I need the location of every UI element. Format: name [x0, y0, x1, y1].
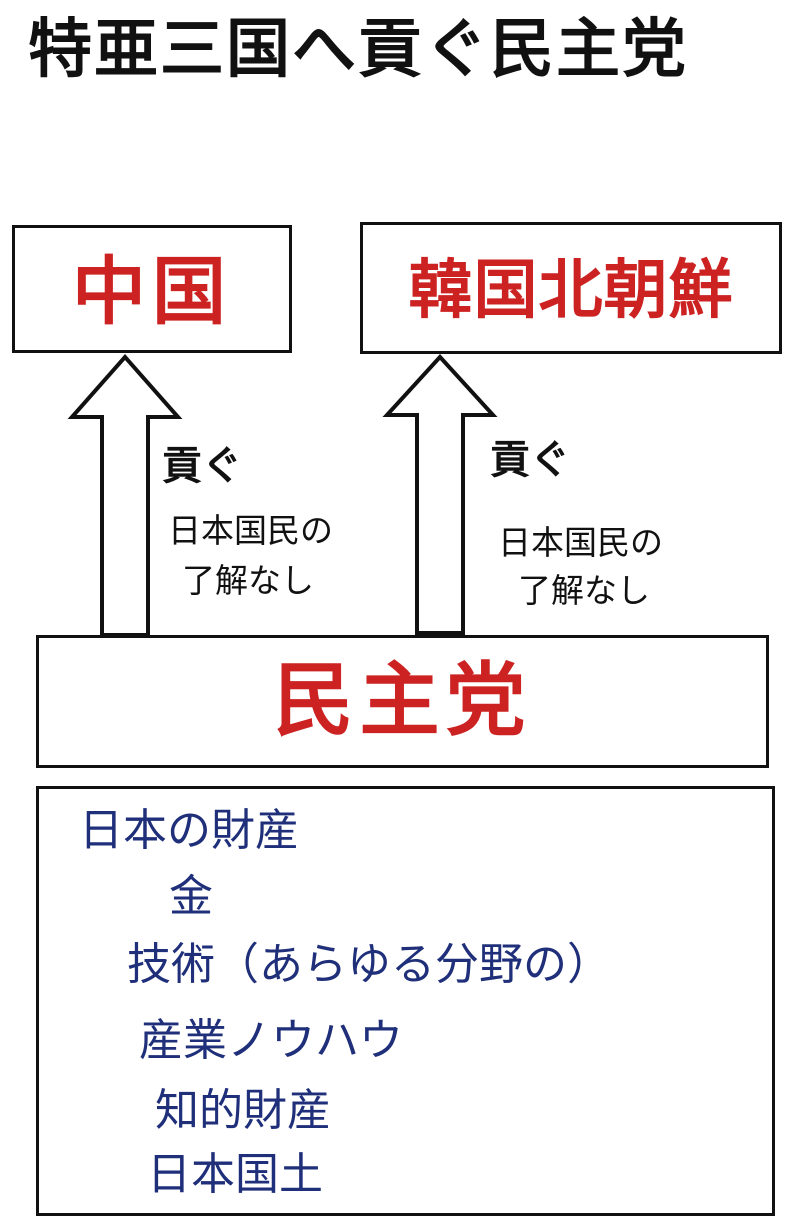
asset-item-intellectual-property: 知的財産 — [155, 1085, 331, 1136]
arrow-to-china-icon — [67, 353, 183, 637]
korea-north-korea-label: 韓国北朝鮮 — [408, 254, 734, 328]
asset-item-national-land: 日本国土 — [147, 1149, 323, 1200]
left-arrow-note-line1: 日本国民の — [168, 511, 333, 550]
china-box: 中国 — [12, 225, 292, 353]
left-arrow-note-line2: 了解なし — [182, 561, 314, 600]
dpj-label: 民主党 — [273, 654, 532, 747]
china-label: 中国 — [72, 249, 232, 335]
asset-item-technology: 技術（あらゆる分野の） — [127, 939, 611, 990]
arrow-to-korea-icon — [382, 354, 498, 635]
asset-item-money: 金 — [169, 871, 213, 922]
left-arrow-label: 貢ぐ — [162, 443, 242, 489]
korea-north-korea-box: 韓国北朝鮮 — [360, 222, 782, 354]
japan-assets-box: 日本の財産 金 技術（あらゆる分野の） 産業ノウハウ 知的財産 日本国土 — [36, 786, 775, 1216]
dpj-box: 民主党 — [36, 635, 769, 768]
right-arrow-label: 貢ぐ — [490, 437, 570, 483]
page-title: 特亜三国へ貢ぐ民主党 — [28, 13, 688, 87]
right-arrow-note-line2: 了解なし — [518, 571, 650, 610]
right-arrow-note-line1: 日本国民の — [498, 523, 663, 562]
asset-item-japan-property: 日本の財産 — [79, 805, 299, 856]
asset-item-industrial-knowhow: 産業ノウハウ — [139, 1015, 403, 1066]
